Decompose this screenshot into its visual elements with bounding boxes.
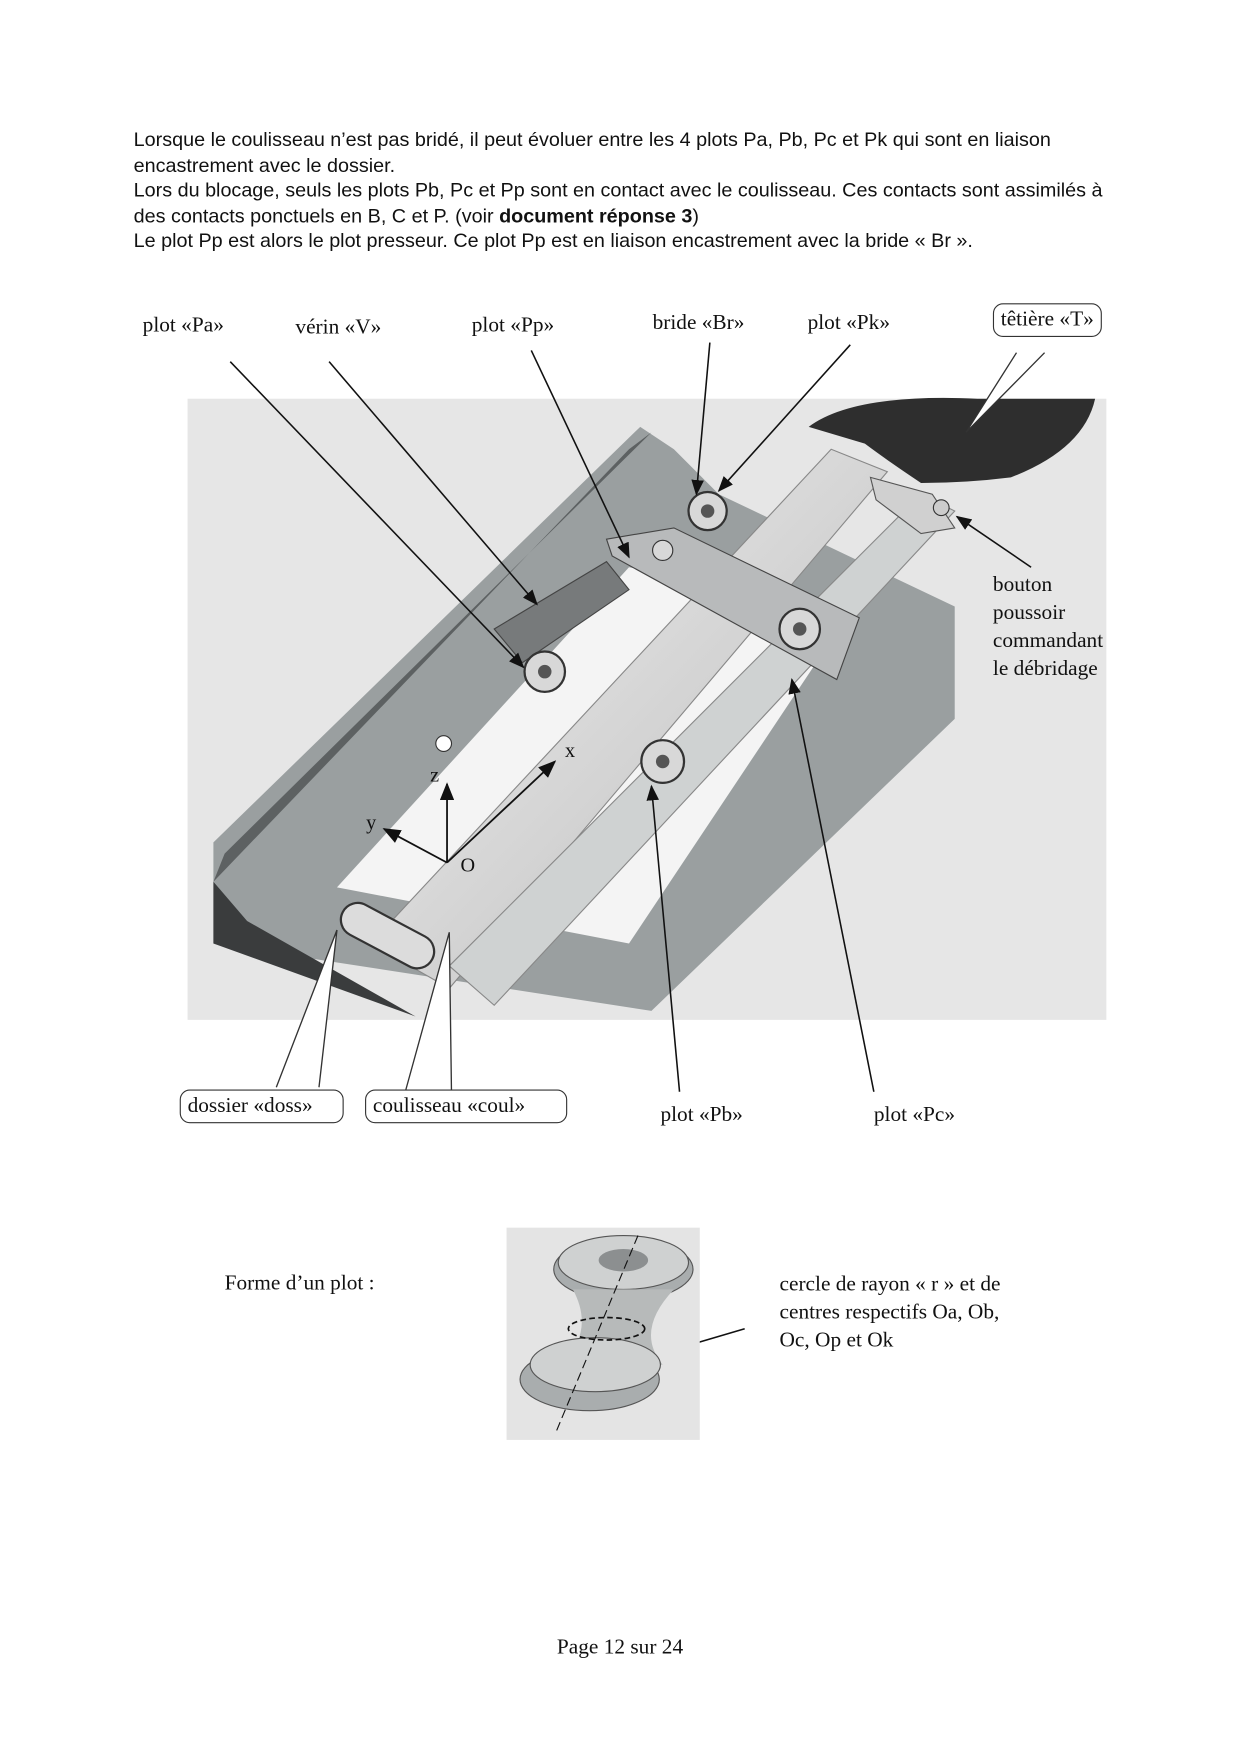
label-line: le débridage <box>992 657 1098 681</box>
label-verin: vérin «V» <box>295 315 382 340</box>
caption-line: Oc, Op et Ok <box>779 1328 894 1353</box>
plot-shape-image <box>506 1227 700 1440</box>
label-plot-pc: plot «Pc» <box>873 1102 956 1127</box>
plot-shape-title: Forme d’un plot : <box>224 1271 375 1296</box>
label-plot-pk: plot «Pk» <box>807 311 890 335</box>
label-plot-pp: plot «Pp» <box>471 313 555 337</box>
axis-x-label: x <box>564 739 576 762</box>
plot-pa-part <box>523 650 567 694</box>
plot-pc-part <box>778 607 822 651</box>
label-bride: bride «Br» <box>652 311 745 335</box>
origin-label: O <box>460 853 476 877</box>
plot-pk-part <box>687 490 728 532</box>
coordinate-axes <box>382 760 557 864</box>
label-bouton-poussoir: bouton poussoir commandant le débridage <box>993 571 1103 683</box>
callout-tetiere: têtière «T» <box>992 303 1102 337</box>
callout-dossier: dossier «doss» <box>179 1089 344 1124</box>
leader-lines <box>229 342 1032 1359</box>
intro-paragraph-1: Lorsque le coulisseau n’est pas bridé, i… <box>133 128 1051 176</box>
label-line: commandant <box>992 628 1104 653</box>
intro-paragraph-3: Le plot Pp est alors le plot presseur. C… <box>133 229 973 253</box>
intro-paragraph-2: Lors du blocage, seuls les plots Pb, Pc … <box>134 178 1122 229</box>
label-plot-pb: plot «Pb» <box>660 1102 743 1127</box>
plot-shape-caption: cercle de rayon « r » et de centres resp… <box>780 1270 1001 1354</box>
label-plot-pa: plot «Pa» <box>142 313 224 337</box>
intro-p2-end: ) <box>692 204 699 227</box>
caption-line: cercle de rayon « r » et de <box>779 1272 1001 1297</box>
callout-tails <box>275 352 1046 1096</box>
plot-pp-part <box>652 539 674 562</box>
plot-pb-part <box>640 739 686 784</box>
label-line: poussoir <box>992 600 1066 625</box>
caption-line: centres respectifs Oa, Ob, <box>779 1300 1000 1325</box>
label-line: bouton <box>992 572 1053 597</box>
intro-text: Lorsque le coulisseau n’est pas bridé, i… <box>134 127 1122 254</box>
intro-p2-text: Lors du blocage, seuls les plots Pb, Pc … <box>133 178 1103 227</box>
callout-coulisseau: coulisseau «coul» <box>365 1089 568 1124</box>
document-reference: document réponse 3 <box>499 204 693 227</box>
page-number: Page 12 sur 24 <box>556 1635 684 1659</box>
axis-y-label: y <box>366 810 377 834</box>
axis-z-label: z <box>430 763 440 787</box>
mechanism-photo <box>187 397 1107 1020</box>
